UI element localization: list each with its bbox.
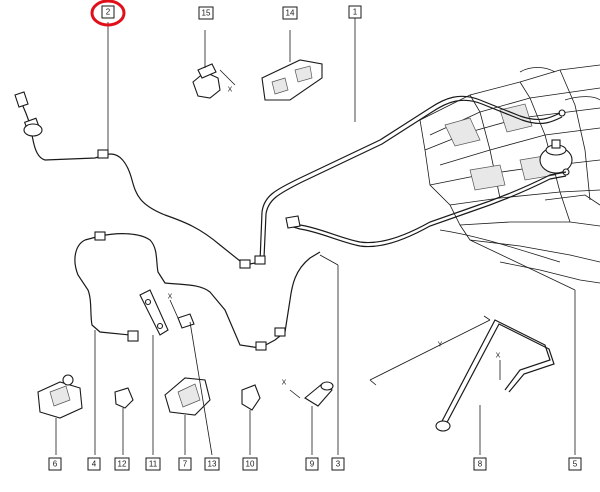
callout-2: 2	[101, 5, 115, 19]
part-14-pipe-holder	[261, 30, 323, 101]
callout-label-10: 10	[246, 460, 255, 469]
callout-label-12: 12	[118, 460, 127, 469]
callout-label-1: 1	[353, 8, 358, 17]
callout-label-7: 7	[183, 460, 188, 469]
callout-label-3: 3	[336, 460, 341, 469]
callout-1: 1	[348, 5, 362, 19]
callout-3: 3	[331, 457, 345, 471]
part-12-clip	[114, 387, 134, 455]
callout-label-15: 15	[202, 9, 211, 18]
dimension-x-label-8: X	[496, 353, 501, 360]
callout-10: 10	[242, 457, 258, 471]
callout-label-9: 9	[310, 460, 315, 469]
callout-7: 7	[178, 457, 192, 471]
callout-label-5: 5	[573, 460, 578, 469]
callout-4: 4	[87, 457, 101, 471]
dimension-x-label-15: X	[228, 87, 233, 94]
callout-11: 11	[145, 457, 161, 471]
bracket-assembly: X	[139, 289, 195, 336]
dimension-x-label-9: X	[282, 380, 287, 387]
part-6-clip	[37, 374, 83, 455]
pipe-fittings	[14, 91, 301, 351]
leader-lines	[94, 17, 576, 456]
callout-12: 12	[114, 457, 130, 471]
callout-14: 14	[282, 6, 298, 20]
callout-label-6: 6	[53, 460, 58, 469]
callout-6: 6	[48, 457, 62, 471]
callout-label-8: 8	[478, 460, 483, 469]
dimension-x-label-bracket: X	[168, 294, 173, 301]
callout-label-2: 2	[106, 8, 111, 17]
callout-15: 15	[198, 6, 214, 20]
callout-label-13: 13	[208, 460, 217, 469]
callout-5: 5	[568, 457, 582, 471]
part-9-union: X	[282, 380, 334, 455]
highlight-ring	[90, 0, 126, 27]
callout-8: 8	[473, 457, 487, 471]
callout-label-14: 14	[286, 9, 295, 18]
callout-label-11: 11	[149, 460, 158, 469]
callout-9: 9	[305, 457, 319, 471]
part-8-bent-pipe: Y X	[369, 315, 555, 455]
engine-block-illustration	[419, 64, 600, 284]
dimension-y-label-8: Y	[438, 342, 443, 349]
callout-label-4: 4	[92, 460, 97, 469]
callout-13: 13	[204, 457, 220, 471]
part-15-clip: X	[192, 30, 236, 99]
part-7-pipe-clip	[164, 377, 211, 455]
part-10-grommet	[241, 384, 261, 455]
brake-pipe-lines	[19, 95, 567, 349]
